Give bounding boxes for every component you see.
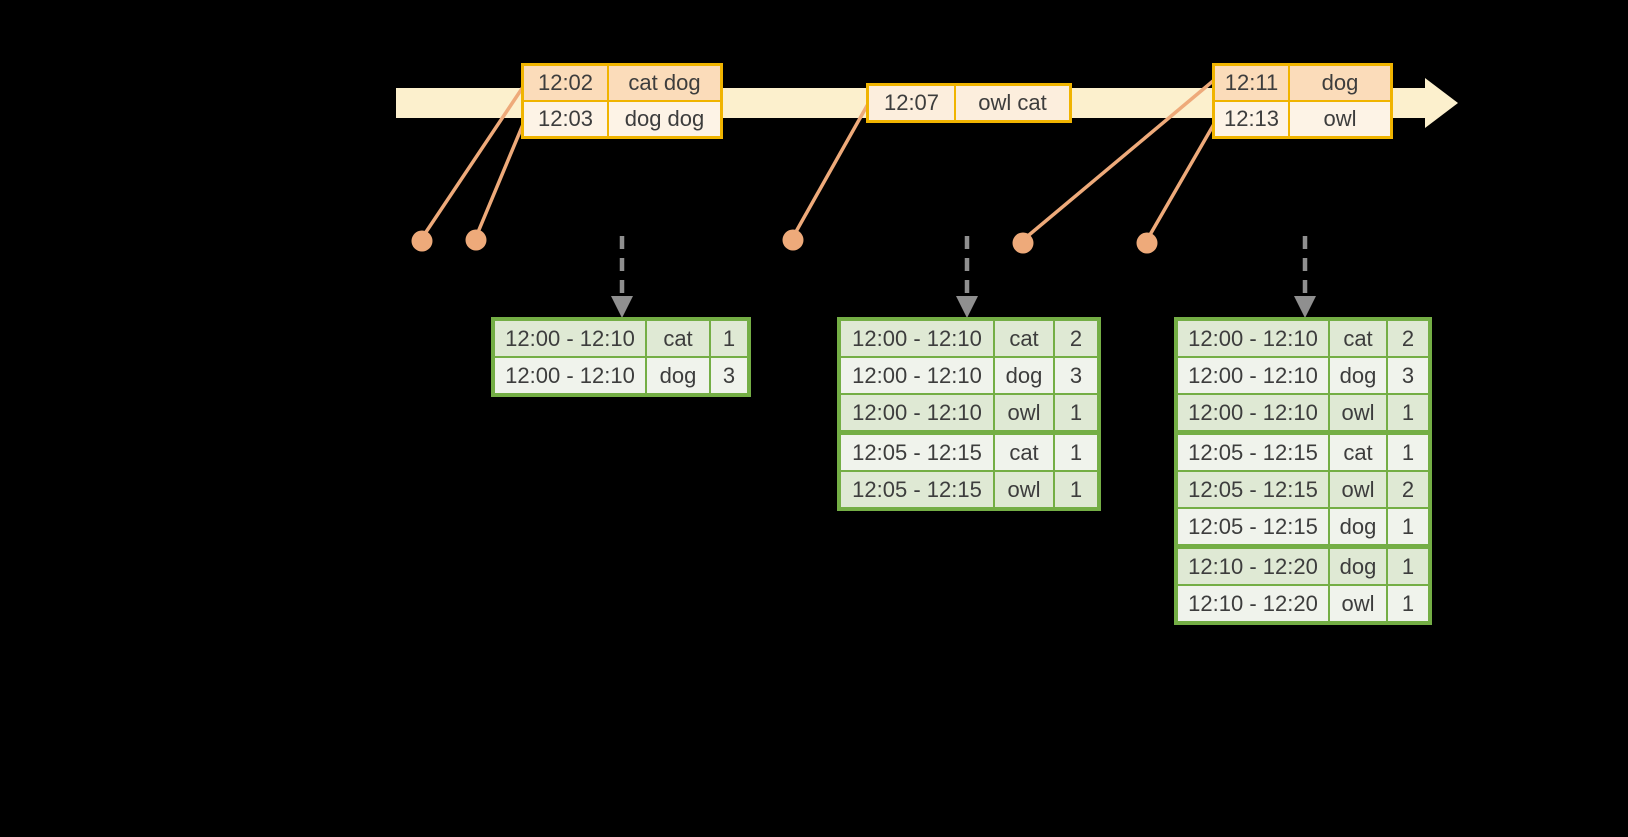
event-words: cat dog <box>607 66 720 100</box>
result-window: 12:05 - 12:15 <box>1178 435 1328 470</box>
connector-dot <box>782 229 804 251</box>
trigger-arrows <box>611 236 1316 318</box>
result-word: owl <box>1328 395 1386 430</box>
result-count: 1 <box>709 321 747 356</box>
event-time: 12:02 <box>524 66 607 100</box>
event-dots <box>411 229 1158 254</box>
result-word: owl <box>1328 586 1386 621</box>
connector-dot <box>1012 232 1034 254</box>
result-word: dog <box>993 358 1053 393</box>
result-window: 12:00 - 12:10 <box>495 321 645 356</box>
result-word: dog <box>1328 509 1386 544</box>
trigger-arrow-icon <box>1294 236 1316 318</box>
result-word: owl <box>1328 472 1386 507</box>
result-window: 12:00 - 12:10 <box>1178 358 1328 393</box>
result-count: 2 <box>1053 321 1097 356</box>
result-word: cat <box>1328 435 1386 470</box>
event-time: 12:03 <box>524 102 607 136</box>
result-count: 1 <box>1386 509 1428 544</box>
result-table-1: 12:00 - 12:10 cat 1 12:00 - 12:10 dog 3 <box>491 317 751 397</box>
result-window: 12:05 - 12:15 <box>841 472 993 507</box>
result-count: 1 <box>1053 472 1097 507</box>
event-time: 12:11 <box>1215 66 1288 100</box>
result-row: 12:00 - 12:10 dog 3 <box>841 356 1097 393</box>
result-word: owl <box>993 472 1053 507</box>
trigger-arrow-icon <box>611 236 633 318</box>
result-word: cat <box>993 435 1053 470</box>
event-table-3: 12:11 dog 12:13 owl <box>1212 63 1393 139</box>
connector-lines <box>420 79 1216 242</box>
result-row: 12:05 - 12:15 cat 1 <box>1178 430 1428 470</box>
result-window: 12:05 - 12:15 <box>841 435 993 470</box>
event-row: 12:03 dog dog <box>524 100 720 136</box>
result-window: 12:00 - 12:10 <box>841 321 993 356</box>
result-window: 12:00 - 12:10 <box>1178 321 1328 356</box>
result-row: 12:05 - 12:15 cat 1 <box>841 430 1097 470</box>
timeline-arrowhead-icon <box>1425 78 1458 128</box>
connector-dot <box>411 230 433 252</box>
result-table-2: 12:00 - 12:10 cat 2 12:00 - 12:10 dog 3 … <box>837 317 1101 511</box>
event-table-1: 12:02 cat dog 12:03 dog dog <box>521 63 723 139</box>
event-table-2: 12:07 owl cat <box>866 83 1072 123</box>
result-word: cat <box>645 321 709 356</box>
result-count: 1 <box>1386 435 1428 470</box>
result-window: 12:05 - 12:15 <box>1178 472 1328 507</box>
result-row: 12:00 - 12:10 owl 1 <box>1178 393 1428 430</box>
result-count: 2 <box>1386 472 1428 507</box>
result-row: 12:00 - 12:10 cat 2 <box>1178 321 1428 356</box>
event-row: 12:13 owl <box>1215 100 1390 136</box>
connector-line <box>791 103 870 238</box>
connector-line <box>420 86 525 239</box>
result-row: 12:00 - 12:10 dog 3 <box>1178 356 1428 393</box>
result-window: 12:10 - 12:20 <box>1178 549 1328 584</box>
result-table-3: 12:00 - 12:10 cat 2 12:00 - 12:10 dog 3 … <box>1174 317 1432 625</box>
result-row: 12:05 - 12:15 owl 1 <box>841 470 1097 507</box>
result-word: cat <box>993 321 1053 356</box>
event-row: 12:02 cat dog <box>524 66 720 100</box>
result-window: 12:00 - 12:10 <box>841 395 993 430</box>
event-time: 12:13 <box>1215 102 1288 136</box>
result-row: 12:05 - 12:15 dog 1 <box>1178 507 1428 544</box>
connector-dot <box>1136 232 1158 254</box>
result-row: 12:10 - 12:20 dog 1 <box>1178 544 1428 584</box>
result-window: 12:00 - 12:10 <box>495 358 645 393</box>
result-row: 12:05 - 12:15 owl 2 <box>1178 470 1428 507</box>
result-row: 12:00 - 12:10 owl 1 <box>841 393 1097 430</box>
result-row: 12:00 - 12:10 dog 3 <box>495 356 747 393</box>
result-window: 12:05 - 12:15 <box>1178 509 1328 544</box>
result-count: 3 <box>709 358 747 393</box>
result-row: 12:00 - 12:10 cat 2 <box>841 321 1097 356</box>
event-words: owl <box>1288 102 1390 136</box>
result-word: dog <box>1328 549 1386 584</box>
connector-dot <box>465 229 487 251</box>
connector-line <box>474 121 526 238</box>
result-count: 3 <box>1386 358 1428 393</box>
result-count: 1 <box>1386 395 1428 430</box>
connector-line <box>1021 79 1215 242</box>
result-count: 1 <box>1053 435 1097 470</box>
result-word: cat <box>1328 321 1386 356</box>
result-count: 1 <box>1386 586 1428 621</box>
event-row: 12:11 dog <box>1215 66 1390 100</box>
result-window: 12:10 - 12:20 <box>1178 586 1328 621</box>
event-words: dog <box>1288 66 1390 100</box>
event-words: owl cat <box>954 86 1069 120</box>
result-word: dog <box>1328 358 1386 393</box>
result-count: 2 <box>1386 321 1428 356</box>
result-row: 12:10 - 12:20 owl 1 <box>1178 584 1428 621</box>
result-count: 1 <box>1053 395 1097 430</box>
result-word: owl <box>993 395 1053 430</box>
event-words: dog dog <box>607 102 720 136</box>
trigger-arrow-icon <box>956 236 978 318</box>
result-word: dog <box>645 358 709 393</box>
result-count: 1 <box>1386 549 1428 584</box>
event-time: 12:07 <box>869 86 954 120</box>
result-window: 12:00 - 12:10 <box>1178 395 1328 430</box>
connector-line <box>1145 123 1216 241</box>
event-row: 12:07 owl cat <box>869 86 1069 120</box>
result-window: 12:00 - 12:10 <box>841 358 993 393</box>
result-count: 3 <box>1053 358 1097 393</box>
result-row: 12:00 - 12:10 cat 1 <box>495 321 747 356</box>
